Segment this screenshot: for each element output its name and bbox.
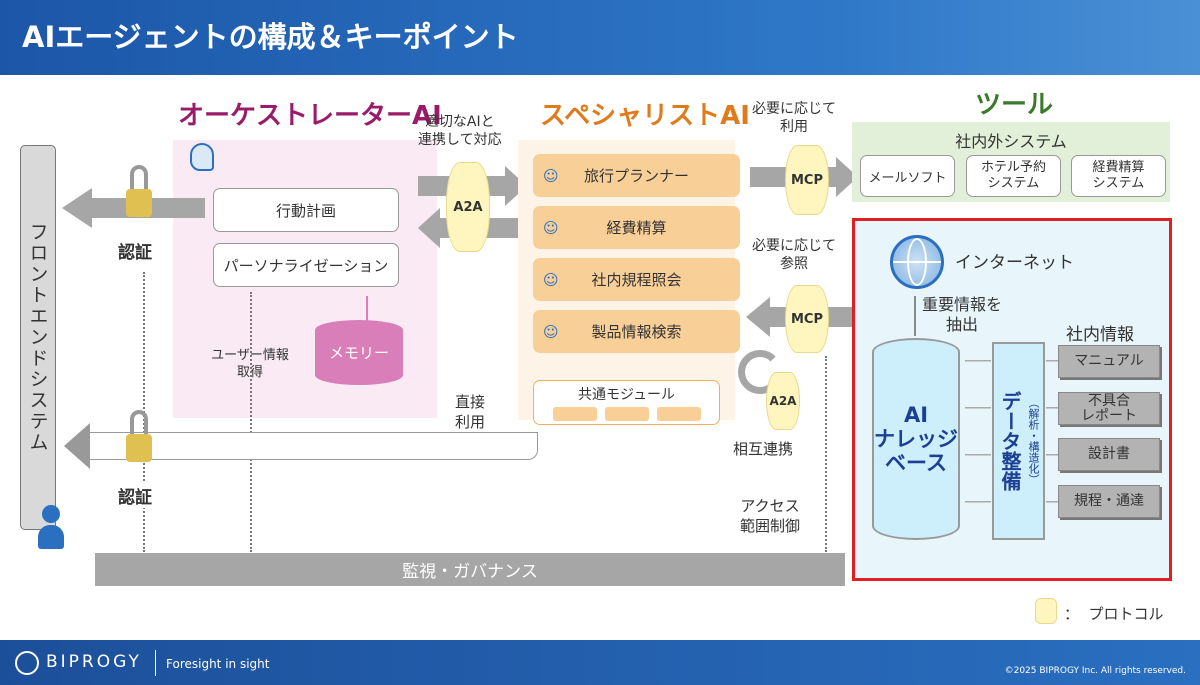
specialist-title: スペシャリストAI <box>540 101 750 131</box>
dotted-line-access <box>825 356 827 552</box>
legend-label: ： プロトコル <box>1064 605 1164 623</box>
brand-name: BIPROGY <box>46 652 142 672</box>
auth-label-top: 認証 <box>118 238 152 263</box>
connector-lines-left <box>965 360 991 510</box>
auth-label-bottom: 認証 <box>118 483 152 508</box>
lock-icon <box>126 410 152 465</box>
dotted-line-user <box>250 292 252 552</box>
data-preparation-sublabel: （解析・構造化） <box>1027 397 1040 485</box>
tools-group-label: 社内外システム <box>955 132 1067 151</box>
header-bar <box>0 0 1200 75</box>
mcp-top-caption: 必要に応じて 利用 <box>752 101 836 136</box>
access-control-label: アクセス 範囲制御 <box>740 497 801 535</box>
lock-icon <box>126 165 152 220</box>
arrow-head <box>62 188 92 228</box>
cycle-arrow-icon <box>738 350 782 394</box>
page-title: AIエージェントの構成＆キーポイント <box>22 20 519 54</box>
doc-regulations: 規程・通達 <box>1058 485 1160 518</box>
user-icon <box>38 505 64 549</box>
common-module: 共通モジュール <box>533 380 720 425</box>
doc-design: 設計書 <box>1058 438 1160 471</box>
specialist-product-search: ☺製品情報検索 <box>533 310 740 353</box>
tool-mail: メールソフト <box>860 155 955 197</box>
ai-knowledge-base: AI ナレッジ ベース <box>872 338 960 540</box>
legend-protocol-swatch <box>1035 598 1057 624</box>
extract-arrow <box>914 296 916 336</box>
arrow-head <box>746 297 770 337</box>
doc-manual: マニュアル <box>1058 345 1160 378</box>
specialist-regulations: ☺社内規程照会 <box>533 258 740 301</box>
connector-lines-right <box>1046 360 1058 510</box>
extract-label: 重要情報を 抽出 <box>922 295 1003 334</box>
hollow-arrow-head <box>64 423 90 469</box>
tools-title: ツール <box>975 90 1054 120</box>
memory-cylinder: メモリー <box>315 320 403 385</box>
mutual-link-label: 相互連携 <box>733 440 794 458</box>
direct-use-arrow <box>88 432 538 460</box>
a2a-caption: 適切なAIと 連携して対応 <box>418 114 502 149</box>
action-planning: 行動計画 <box>213 188 399 232</box>
memory-arrow <box>366 296 368 322</box>
mcp-protocol-bottom: MCP <box>785 285 829 353</box>
direct-use-label: 直接 利用 <box>455 393 486 431</box>
internal-info-label: 社内情報 <box>1066 325 1134 345</box>
tool-expense: 経費精算 システム <box>1071 155 1166 197</box>
mcp-protocol-top: MCP <box>785 145 829 215</box>
internet-label: インターネット <box>955 253 1074 273</box>
mcp-bottom-caption: 必要に応じて 参照 <box>752 238 836 273</box>
brain-icon: ☺ <box>543 270 559 289</box>
brain-icon: ☺ <box>543 322 559 341</box>
footer-bar <box>0 640 1200 685</box>
logo <box>15 651 39 675</box>
doc-bug-report: 不具合 レポート <box>1058 392 1160 425</box>
governance-bar: 監視・ガバナンス <box>95 553 845 586</box>
personalization: パーソナライゼーション <box>213 243 399 287</box>
arrow-head <box>418 208 440 248</box>
data-preparation: データ整備 （解析・構造化） <box>992 342 1045 540</box>
orchestrator-title: オーケストレーターAI <box>178 101 442 131</box>
copyright: ©2025 BIPROGY Inc. All rights reserved. <box>1004 666 1186 676</box>
footer-divider <box>155 650 156 676</box>
brain-icon: ☺ <box>543 166 559 185</box>
specialist-travel-planner: ☺旅行プランナー <box>533 154 740 197</box>
brain-icon <box>190 143 214 171</box>
data-preparation-label: データ整備 <box>998 391 1022 491</box>
brain-icon: ☺ <box>543 218 559 237</box>
globe-icon <box>890 235 944 289</box>
specialist-expense: ☺経費精算 <box>533 206 740 249</box>
a2a-protocol-top: A2A <box>446 162 490 252</box>
tagline: Foresight in sight <box>166 657 270 671</box>
frontend-system: フロントエンドシステム <box>20 145 56 530</box>
tool-hotel: ホテル予約 システム <box>966 155 1061 197</box>
a2a-protocol-bottom: A2A <box>766 372 800 430</box>
